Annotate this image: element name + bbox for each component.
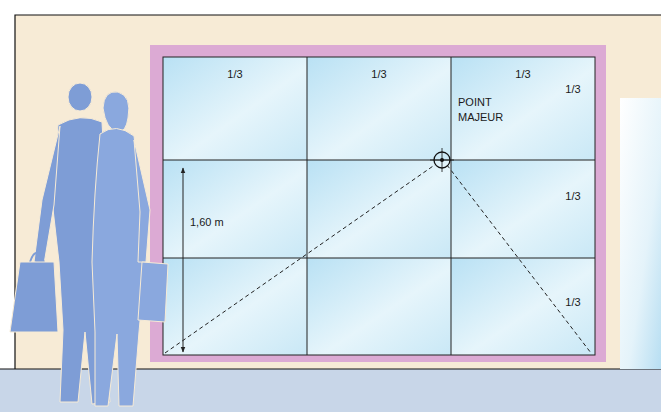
fraction-label: 1/3 bbox=[558, 189, 588, 204]
fraction-label: 1/3 bbox=[364, 67, 394, 82]
glass-pane bbox=[451, 160, 595, 258]
dimension-label: 1,60 m bbox=[190, 215, 240, 230]
grid-lines bbox=[163, 57, 595, 355]
major-point-label: POINT MAJEUR bbox=[458, 95, 514, 125]
glass-pane bbox=[307, 160, 451, 258]
glass-pane bbox=[163, 258, 307, 355]
window-frame bbox=[150, 45, 606, 362]
glass-pane bbox=[451, 57, 595, 160]
door bbox=[620, 98, 661, 369]
major-point-symbol bbox=[430, 148, 454, 172]
glass-pane bbox=[307, 57, 451, 160]
fraction-label: 1/3 bbox=[220, 67, 250, 82]
glass-pane bbox=[163, 57, 307, 160]
people-silhouette bbox=[10, 83, 168, 406]
sight-lines bbox=[165, 164, 591, 353]
glass-pane bbox=[163, 160, 307, 258]
fraction-label: 1/3 bbox=[558, 295, 588, 310]
glass-pane bbox=[307, 258, 451, 355]
fraction-label: 1/3 bbox=[558, 82, 588, 97]
height-arrow bbox=[183, 168, 184, 352]
glass-pane bbox=[451, 258, 595, 355]
glass-panes bbox=[163, 57, 595, 355]
fraction-label: 1/3 bbox=[508, 67, 538, 82]
